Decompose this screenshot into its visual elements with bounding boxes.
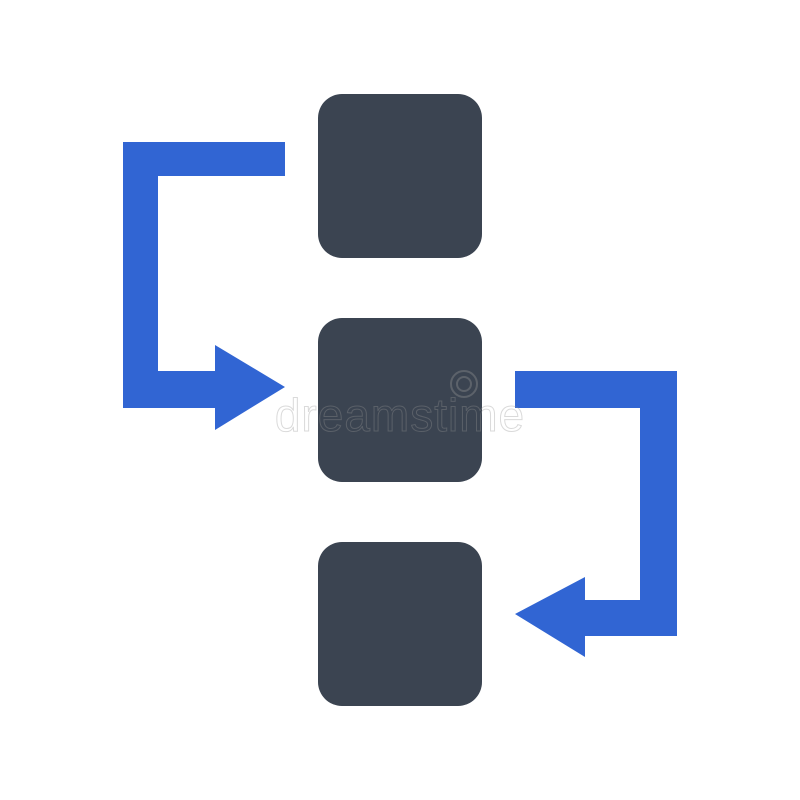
flow-block-middle <box>318 318 482 482</box>
copyright-icon <box>450 370 478 398</box>
right-connector-arrow-icon <box>515 371 677 657</box>
left-connector-arrow-icon <box>123 142 285 430</box>
flow-block-top <box>318 94 482 258</box>
flow-block-bottom <box>318 542 482 706</box>
